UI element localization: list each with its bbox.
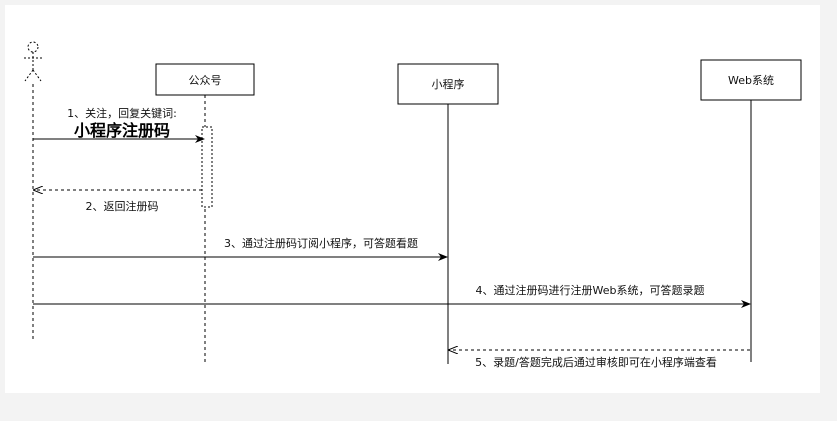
actor-icon [24, 41, 42, 82]
message-5-label: 5、录题/答题完成后通过审核即可在小程序端查看 [475, 355, 717, 369]
message-1-keyword: 小程序注册码 [74, 121, 170, 140]
participant-box-mini [397, 63, 499, 105]
participant-label-web: Web系统 [728, 74, 774, 87]
participant-box-web [700, 59, 802, 101]
participant-box-gzh [155, 63, 255, 96]
participant-label-gzh: 公众号 [189, 74, 222, 87]
message-4-label: 4、通过注册码进行注册Web系统，可答题录题 [476, 283, 705, 297]
gzh-activation [201, 126, 213, 208]
message-3-label: 3、通过注册码订阅小程序，可答题看题 [224, 236, 418, 250]
message-2-label: 2、返回注册码 [86, 199, 159, 213]
message-1-label: 1、关注，回复关键词: [67, 106, 177, 120]
participant-label-mini: 小程序 [432, 77, 465, 91]
